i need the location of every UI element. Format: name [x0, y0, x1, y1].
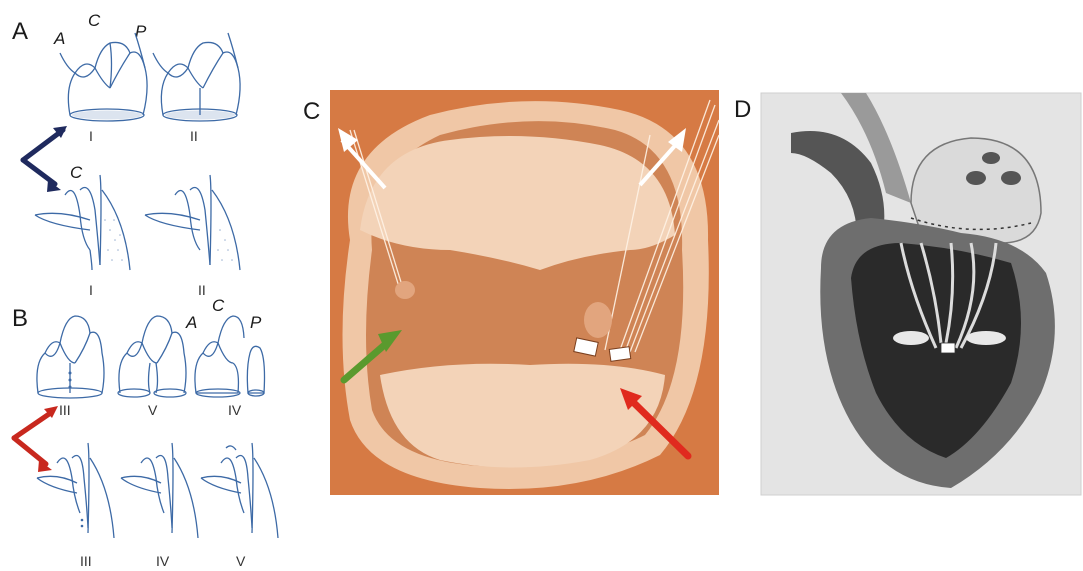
- caption-b-top-3: IV: [228, 402, 241, 418]
- valve-sketch-b-top-3: [188, 308, 278, 403]
- valve-sketch-a-bottom-1: [30, 170, 140, 280]
- valve-sketch-b-bottom-1: [32, 438, 122, 548]
- valve-sketch-b-bottom-2: [116, 438, 206, 548]
- panel-b-label: B: [12, 305, 28, 333]
- valve-sketch-a-top-1: [55, 28, 155, 128]
- valve-sketch-b-bottom-3: [196, 438, 286, 548]
- panel-d-image: [761, 93, 1081, 495]
- caption-a-bottom-1: I: [89, 282, 93, 298]
- caption-b-bottom-1: III: [80, 553, 92, 569]
- panel-c-image: [330, 90, 719, 495]
- valve-sketch-a-bottom-2: [140, 170, 250, 280]
- caption-a-bottom-2: II: [198, 282, 206, 298]
- panel-d-label: D: [734, 96, 751, 124]
- panel-a-label: A: [12, 18, 28, 46]
- caption-b-bottom-3: V: [236, 553, 245, 569]
- valve-sketch-b-top-1: [30, 308, 110, 403]
- caption-a-top-2: II: [190, 128, 198, 144]
- valve-sketch-a-top-2: [148, 28, 248, 128]
- panel-c-label: C: [303, 98, 320, 126]
- valve-sketch-b-top-2: [112, 308, 192, 403]
- caption-a-top-1: I: [89, 128, 93, 144]
- caption-b-bottom-2: IV: [156, 553, 169, 569]
- caption-b-top-2: V: [148, 402, 157, 418]
